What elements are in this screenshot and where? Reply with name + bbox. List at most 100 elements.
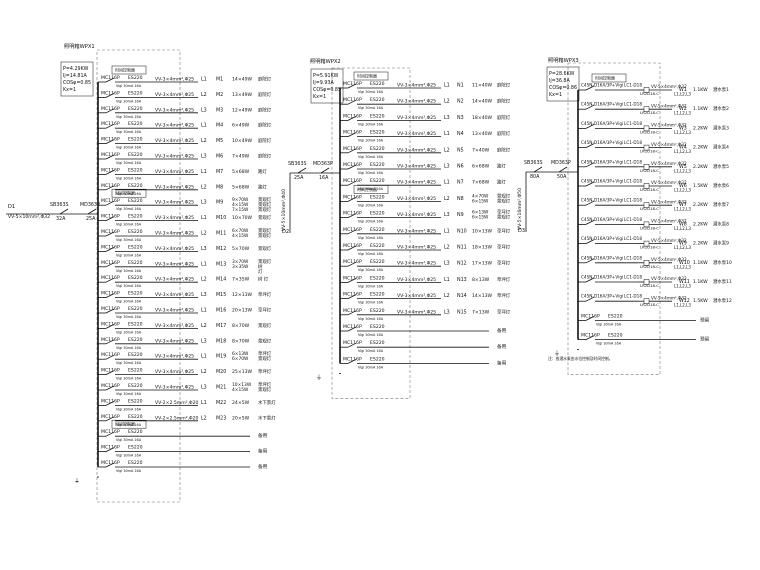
parameter-box: [546, 66, 580, 102]
circuit-number: M19: [216, 354, 226, 360]
circuit-cable: VV-3×4mm²,Φ25: [397, 147, 436, 153]
desc-line: 景观灯: [258, 386, 272, 393]
desc-line: 景观灯: [258, 201, 272, 208]
circuit-phase: L3: [201, 154, 207, 160]
thermal-relay-model: LR2D18-C: [640, 206, 659, 211]
vigi-label: Vigi 30mA 16A: [358, 203, 384, 207]
feeder-switch-rating: 32A: [56, 216, 66, 222]
panel-wpx3: 照明箱WPX3P=28.6KWIj=36.8ACOSφ=0.86Kx=1⏚D3V…: [517, 56, 732, 375]
circuit-cable: VV-5×4mm²,Φ32: [651, 257, 687, 262]
feeder-switch-rating: 80A: [530, 174, 540, 180]
relay-model: ES220: [128, 260, 143, 266]
circuit-description: 庭院灯: [497, 146, 511, 153]
switch-blade: [347, 359, 357, 364]
parameter-value: Kx=1: [313, 94, 326, 100]
spare-label: 备用: [258, 448, 268, 455]
circuit-load: 13×49W: [232, 92, 253, 98]
feeder-cable: VV-5×10mm²,Φ40: [281, 189, 287, 231]
main-breaker-rating: 25A: [86, 216, 96, 222]
load-line: 3×70W: [232, 259, 249, 265]
load-line: 4×70W: [472, 193, 489, 199]
circuit-cable: VV-5×4mm²,Φ32: [651, 219, 687, 224]
circuit-number: W1: [679, 87, 687, 93]
switch-blade: [347, 229, 357, 235]
circuit-number: N8: [457, 196, 464, 202]
circuit-load: 1.1KW: [693, 279, 708, 285]
circuit-cable: VV-3×4mm²,Φ25: [397, 228, 436, 234]
circuit-description: 潜水泵6: [713, 182, 729, 189]
relay-model: ES220: [128, 383, 143, 389]
relay-model: ES220: [370, 146, 385, 152]
contactor-model: LC1-D18: [624, 198, 642, 203]
circuit-cable: VV-3×4mm²,Φ25: [155, 107, 194, 113]
feeder-id: D3: [518, 228, 525, 234]
circuit-load: 10×13W: [472, 228, 493, 234]
parameter-value: Kx=1: [549, 92, 562, 98]
desc-line: 草坪灯: [258, 350, 272, 357]
circuit-phase: L2: [201, 323, 207, 329]
circuit-number: N14: [457, 293, 467, 299]
switch-blade: [347, 294, 357, 299]
breaker-model: MC116P: [581, 333, 600, 339]
circuit-phase: L3: [201, 246, 207, 252]
vigi-label: Vigi 30mA 16A: [116, 407, 142, 411]
circuit-phase: L2: [444, 196, 450, 202]
circuit-number: W10: [679, 260, 690, 266]
breaker-model: MC116P: [101, 214, 120, 220]
circuit-phase: L1: [444, 277, 450, 283]
main-breaker: MD363P: [551, 160, 571, 166]
spare-label: 预留: [700, 316, 710, 323]
load-line: 3×35W: [232, 264, 249, 270]
circuit-load: 11×40W: [472, 83, 493, 89]
vigi-label: Vigi 30mA 16A: [358, 90, 384, 94]
desc-line: 灯: [258, 268, 263, 275]
circuit-description: 潜水泵2: [713, 105, 729, 112]
circuit-description: 庭院灯: [258, 91, 272, 98]
circuit-phase: L1: [444, 131, 450, 137]
load-line: 6×70W: [232, 356, 249, 362]
switch-blade: [347, 310, 357, 316]
circuit-load: 17×13W: [472, 261, 493, 267]
desc-line: 景观灯: [258, 258, 272, 265]
circuit-phase: L2: [444, 245, 450, 251]
circuit-number: W11: [679, 279, 690, 285]
thermal-relay-model: LR2D18-C: [640, 168, 659, 173]
breaker-model: MC116P: [101, 337, 120, 343]
desc-line: 景观灯: [497, 214, 511, 221]
relay-model: ES220: [370, 81, 385, 87]
thermal-relay-model: LR2D18-C: [640, 187, 659, 192]
breaker-model: MC116P: [101, 106, 120, 112]
circuit-phase: L2: [444, 147, 450, 153]
timer-controller: 时间控制器: [111, 65, 147, 75]
breaker-model: MC116P: [343, 292, 362, 298]
circuit-load: 7×13W: [472, 309, 490, 315]
relay-model: ES220: [128, 137, 143, 143]
circuit-description: 潜水泵4: [713, 144, 729, 151]
circuit-number: M18: [216, 338, 226, 344]
switch-blade: [585, 200, 595, 206]
circuit-cable: VV-3×4mm²,Φ25: [155, 77, 194, 83]
circuit-description: 潜水泵8: [713, 220, 729, 227]
contactor-model: LC1-D18: [624, 179, 642, 184]
breaker-model: MC116P: [101, 121, 120, 127]
breaker-model: MC116P: [343, 324, 362, 330]
spare-label: 备用: [258, 432, 268, 439]
circuit-load: 13×40W: [472, 131, 493, 137]
breaker-model: MC116P: [101, 383, 120, 389]
vigi-label: Vigi 30mA 16A: [116, 346, 142, 350]
circuit-description: 景观灯: [258, 245, 272, 252]
ground-icon: ⏚: [554, 351, 560, 358]
parameter-value: Ij=36.8A: [549, 78, 570, 84]
